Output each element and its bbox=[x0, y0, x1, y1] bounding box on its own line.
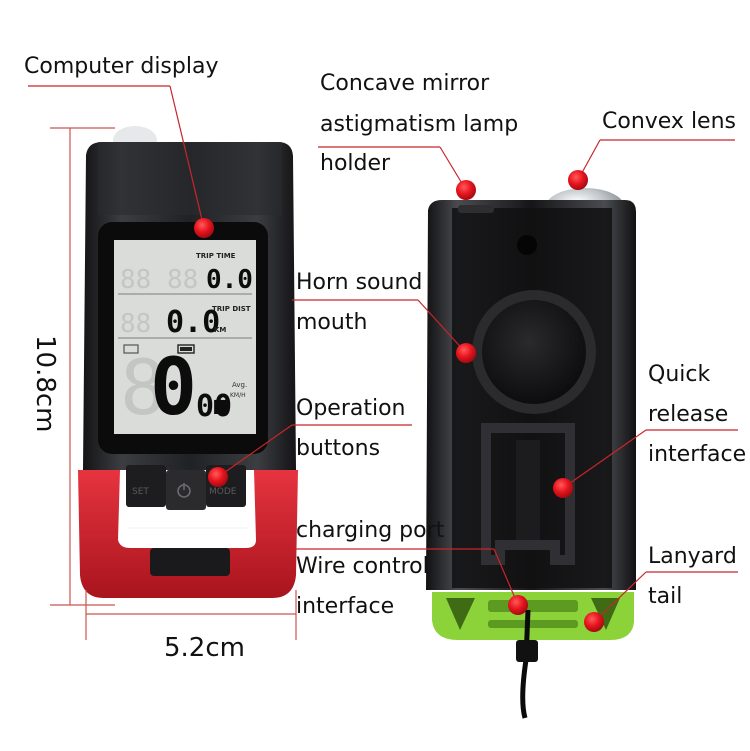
bracket-clip bbox=[150, 548, 230, 576]
marker-operation-buttons bbox=[208, 467, 228, 487]
label-computer-display: Computer display bbox=[24, 54, 219, 79]
label-wire-line1: Wire control bbox=[296, 554, 429, 579]
label-charging-port: charging port bbox=[296, 518, 445, 543]
label-quick-line3: interface bbox=[648, 442, 747, 467]
label-lanyard-line2: tail bbox=[648, 584, 683, 609]
marker-horn bbox=[456, 343, 476, 363]
side-view-device bbox=[426, 188, 636, 719]
label-convex-lens: Convex lens bbox=[602, 109, 736, 134]
lcd-trip-time-value: 0.0 bbox=[206, 265, 253, 295]
lcd-ghost-big: 8 bbox=[120, 343, 166, 432]
lcd-trip-dist-label: TRIP DIST bbox=[212, 305, 251, 313]
marker-convex-lens bbox=[568, 170, 588, 190]
marker-computer-display bbox=[194, 218, 214, 238]
red-bracket bbox=[78, 470, 298, 598]
power-button[interactable] bbox=[166, 470, 206, 510]
svg-text:88: 88 bbox=[120, 309, 151, 339]
markers bbox=[194, 170, 604, 632]
label-concave-line2: astigmatism lamp bbox=[320, 112, 519, 137]
mode-button-label: MODE bbox=[209, 487, 237, 497]
dimension-width-label: 5.2cm bbox=[164, 633, 245, 663]
lanyard-tail bbox=[432, 592, 634, 640]
label-quick-line2: release bbox=[648, 402, 729, 427]
lcd-battery-icon bbox=[177, 344, 195, 354]
marker-concave-mirror bbox=[456, 180, 476, 200]
front-view-device: 88 88 88 8 TRIP TIME 0.0 0.0 TRIP DIST K… bbox=[78, 126, 298, 598]
label-operation-line1: Operation bbox=[296, 396, 406, 421]
label-lanyard-line1: Lanyard bbox=[648, 544, 737, 569]
lcd-trip-dist-value: 0.0 bbox=[166, 305, 220, 340]
mount-hole bbox=[517, 235, 537, 255]
set-button-label: SET bbox=[132, 487, 149, 497]
lcd-dist-unit: KM bbox=[214, 326, 226, 334]
dimension-height bbox=[50, 127, 115, 606]
label-horn-line1: Horn sound bbox=[296, 270, 423, 295]
lcd-speed-unit: KM/H bbox=[230, 392, 246, 399]
horn-sound-mouth bbox=[482, 300, 586, 404]
lcd-bike-icon bbox=[123, 344, 139, 354]
lcd-avg-label: Avg. bbox=[232, 381, 247, 389]
dimension-width bbox=[85, 590, 297, 640]
quick-release-frame bbox=[481, 423, 575, 565]
marker-charging-port bbox=[508, 595, 528, 615]
lcd-trip-time-label: TRIP TIME bbox=[196, 252, 236, 260]
lcd-ghost-top: 88 88 bbox=[120, 265, 198, 295]
label-wire-line2: interface bbox=[296, 594, 395, 619]
label-horn-line2: mouth bbox=[296, 310, 368, 335]
leader-lines bbox=[28, 85, 738, 623]
label-operation-line2: buttons bbox=[296, 436, 381, 461]
set-button[interactable] bbox=[126, 465, 166, 507]
lcd-speed-big: 0. bbox=[150, 343, 244, 433]
lcd-speed-small: 00 bbox=[196, 389, 232, 424]
cable-plug bbox=[516, 640, 538, 662]
label-concave-line3: holder bbox=[320, 151, 391, 176]
label-quick-line1: Quick bbox=[648, 362, 711, 387]
marker-lanyard-tail bbox=[584, 612, 604, 632]
label-concave-line1: Concave mirror bbox=[320, 71, 490, 96]
dimension-height-label: 10.8cm bbox=[30, 335, 60, 433]
lcd-screen bbox=[114, 240, 256, 434]
marker-quick-release bbox=[553, 478, 573, 498]
